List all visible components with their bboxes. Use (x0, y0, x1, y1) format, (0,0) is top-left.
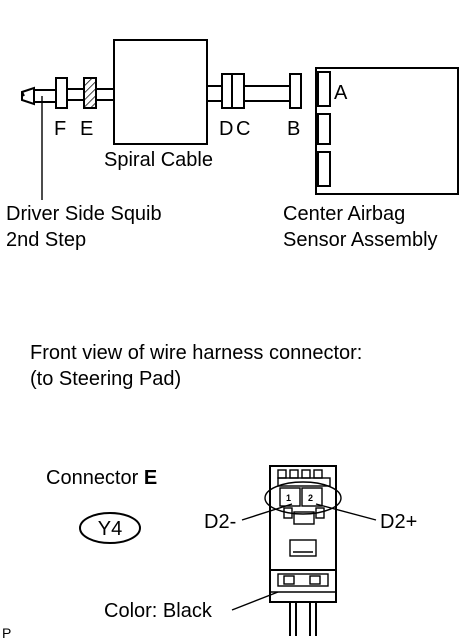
sensor-label-line2: Sensor Assembly (283, 229, 438, 251)
connector-c-shape (231, 73, 245, 109)
connector-e-shape (83, 77, 97, 109)
label-b: B (287, 118, 300, 140)
sensor-label-line1: Center Airbag (283, 203, 405, 225)
label-d: D (219, 118, 233, 140)
connector-name: Connector E (46, 467, 157, 489)
front-view-subtitle: (to Steering Pad) (30, 368, 181, 390)
connector-d-shape (221, 73, 233, 109)
connector-body: 1 2 (264, 465, 342, 603)
spiral-cable-label: Spiral Cable (104, 149, 213, 171)
pin-2-number: 2 (308, 493, 313, 503)
squib-connector-tip (21, 86, 56, 106)
connector-f-shape (55, 77, 68, 109)
pin-left-leader (241, 503, 293, 521)
sensor-port-2 (317, 113, 331, 145)
spiral-cable-box (113, 39, 208, 145)
label-c: C (236, 118, 250, 140)
color-label: Color: Black (104, 600, 213, 622)
schematic: F E D C B A Spiral Cable Driver Side Squ… (6, 39, 459, 251)
pin-right-leader (315, 503, 377, 521)
squib-label-line2: 2nd Step (6, 229, 86, 251)
pin-1-number: 1 (286, 493, 291, 503)
squib-label-line1: Driver Side Squib (6, 203, 162, 225)
pin-left-label: D2- (204, 511, 236, 533)
connector-code-badge (79, 512, 141, 544)
label-e: E (80, 118, 93, 140)
corner-mark: P (2, 625, 11, 641)
sensor-port-a (317, 71, 331, 107)
connector-b-shape (289, 73, 302, 109)
connector-wires (289, 602, 317, 636)
sensor-port-3 (317, 151, 331, 187)
front-view-title: Front view of wire harness connector: (30, 342, 362, 364)
connector-detail: Connector E Y4 1 2 (46, 465, 417, 636)
color-leader (231, 591, 279, 611)
label-f: F (54, 118, 66, 140)
label-a: A (334, 82, 348, 104)
connector-code: Y4 (98, 518, 122, 540)
pin-right-label: D2+ (380, 511, 417, 533)
sensor-assembly-box (315, 67, 459, 195)
